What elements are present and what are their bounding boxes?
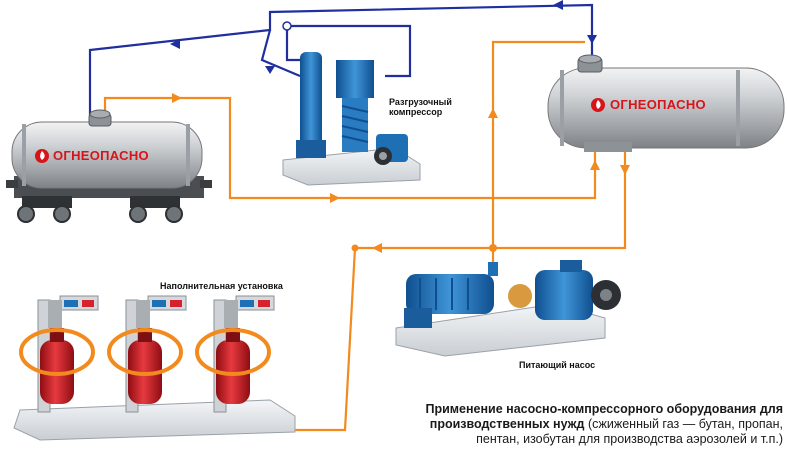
compressor-unit <box>282 52 421 186</box>
junction-dot <box>489 244 497 252</box>
filling-station <box>13 295 296 441</box>
orange-liquid-line <box>103 40 627 432</box>
flame-icon <box>596 100 601 109</box>
rail-tank-car <box>6 109 212 223</box>
caption-normal: (сжиженный газ — бутан, пропан, пентан, … <box>476 417 783 446</box>
pump-label: Питающий насос <box>519 360 596 370</box>
danger-label-right: ОГНЕОПАСНО <box>610 97 706 112</box>
valve-node <box>282 21 292 31</box>
caption-bold: Применение насосно-компрессорного оборуд… <box>425 402 784 431</box>
blue-vapor-line <box>88 3 594 118</box>
junction-dot <box>351 244 359 252</box>
diagram-caption: Применение насосно-компрессорного оборуд… <box>383 402 784 447</box>
filling-post <box>19 295 99 413</box>
storage-tank <box>547 54 785 152</box>
flow-arrow-icon <box>170 0 597 74</box>
flow-arrow-icon <box>172 93 630 253</box>
filling-post <box>107 295 187 413</box>
filling-label: Наполнительная установка <box>160 281 283 291</box>
flame-icon <box>40 151 45 160</box>
compressor-label: Разгрузочный компрессор <box>389 97 452 117</box>
feed-pump <box>395 260 621 357</box>
danger-label-left: ОГНЕОПАСНО <box>53 148 149 163</box>
filling-post <box>195 295 275 413</box>
